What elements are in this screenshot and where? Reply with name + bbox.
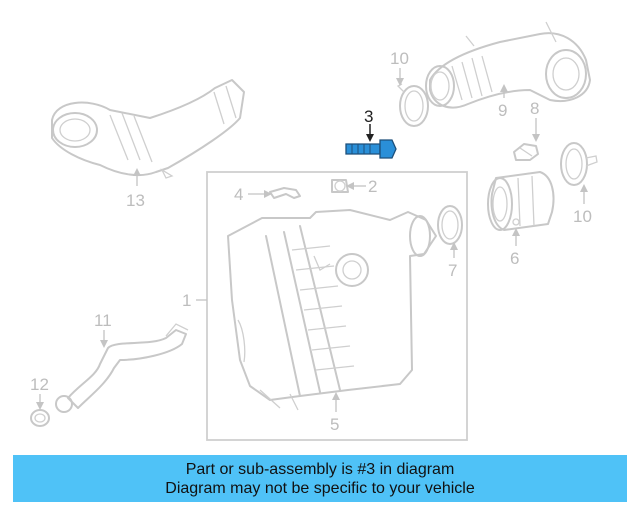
banner-line-2: Diagram may not be specific to your vehi… xyxy=(165,479,475,497)
callout-7: 7 xyxy=(448,261,457,280)
part-9-intake-hose xyxy=(425,21,591,109)
callout-5: 5 xyxy=(330,415,339,434)
part-12-small-clamp xyxy=(30,409,50,427)
callout-10-right: 10 xyxy=(573,207,592,226)
callout-2: 2 xyxy=(368,177,377,196)
callout-8: 8 xyxy=(530,99,539,118)
assembly-frame xyxy=(206,171,468,441)
callout-9: 9 xyxy=(498,101,507,120)
callout-1: 1 xyxy=(182,291,191,310)
callout-12: 12 xyxy=(30,375,49,394)
part-3-bolt-highlighted[interactable] xyxy=(345,139,397,159)
part-11-vent-hose xyxy=(55,323,189,413)
callout-numbers: 1 2 3 4 5 6 7 8 9 10 10 11 12 13 xyxy=(30,49,592,434)
parts-diagram: 1 2 3 4 5 6 7 8 9 10 10 11 12 13 xyxy=(30,21,598,441)
callout-11: 11 xyxy=(94,311,112,330)
part-10-clamp-right xyxy=(560,142,598,186)
banner-line-1: Part or sub-assembly is #3 in diagram xyxy=(185,460,455,478)
callout-4: 4 xyxy=(234,185,243,204)
callout-10-top: 10 xyxy=(390,49,409,68)
info-banner: Part or sub-assembly is #3 in diagram Di… xyxy=(13,455,627,502)
callout-leaders xyxy=(36,68,588,412)
air-cleaner-housing xyxy=(227,209,437,411)
part-8-fitting xyxy=(513,143,539,161)
callout-13: 13 xyxy=(126,191,145,210)
part-10-clamp-top xyxy=(396,83,429,127)
callout-3[interactable]: 3 xyxy=(364,107,373,126)
part-7-gasket xyxy=(437,205,463,245)
part-6-airflow-sensor xyxy=(487,171,555,231)
callout-6: 6 xyxy=(510,249,519,268)
part-2-grommet xyxy=(331,179,349,193)
part-4-clip xyxy=(269,187,301,199)
part-13-intake-duct xyxy=(51,79,245,179)
